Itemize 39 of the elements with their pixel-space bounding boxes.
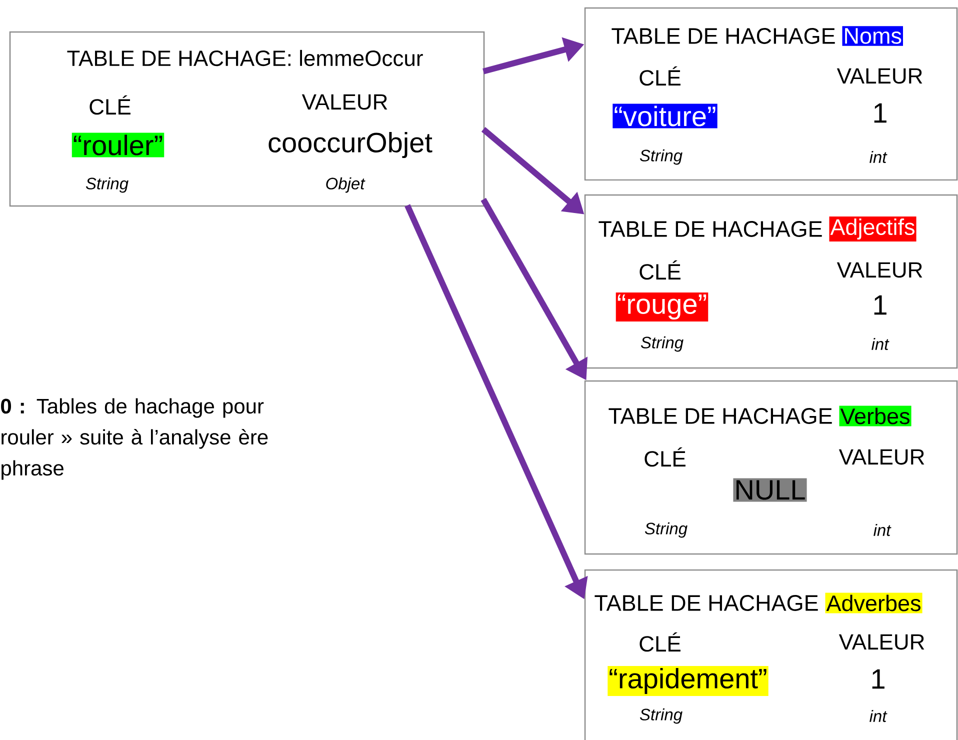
value-text: 1	[872, 669, 884, 689]
type-label: int	[872, 338, 890, 350]
key-value: “rouler”	[72, 132, 164, 158]
type-label: int	[870, 150, 888, 164]
type-label: String	[640, 336, 684, 352]
category-label: Noms	[842, 26, 903, 46]
category-label: Adjectifs	[829, 216, 916, 242]
column-header: CLÉ	[640, 260, 680, 280]
key-value: NULL	[733, 478, 807, 502]
value-text: cooccurObjet	[268, 132, 432, 158]
type-label: int	[874, 524, 892, 536]
type-label: Objet	[326, 177, 366, 193]
key-value: “voiture”	[612, 104, 718, 128]
column-header: VALEUR	[836, 262, 922, 278]
value-text: 1	[874, 103, 886, 123]
type-label: String	[640, 149, 682, 165]
value-text: 1	[874, 295, 886, 315]
key-value: “rapidement”	[608, 666, 768, 696]
column-header: CLÉ	[90, 95, 130, 115]
type-label: String	[640, 708, 682, 724]
type-label: String	[644, 522, 688, 538]
caption: 0 : Tables de hachage pour rouler » suite à l’analyse ère phrase	[1, 398, 268, 480]
table-title: TABLE DE HACHAGE	[598, 221, 822, 237]
table-title: TABLE DE HACHAGE: lemmeOccur	[67, 50, 423, 66]
key-value: “rouge”	[616, 292, 708, 322]
column-header: VALEUR	[838, 449, 924, 465]
category-label: Adverbes	[825, 592, 922, 614]
column-header: CLÉ	[640, 632, 680, 652]
column-header: VALEUR	[836, 68, 922, 84]
table-title: TABLE DE HACHAGE	[608, 408, 832, 424]
column-header: VALEUR	[302, 94, 388, 110]
category-label: Verbes	[839, 406, 912, 426]
table-title: TABLE DE HACHAGE	[594, 595, 818, 611]
column-header: CLÉ	[640, 66, 680, 86]
type-label: String	[86, 177, 128, 193]
table-title: TABLE DE HACHAGE	[612, 28, 835, 44]
type-label: int	[870, 710, 888, 722]
column-header: VALEUR	[838, 634, 924, 650]
column-header: CLÉ	[644, 447, 686, 467]
